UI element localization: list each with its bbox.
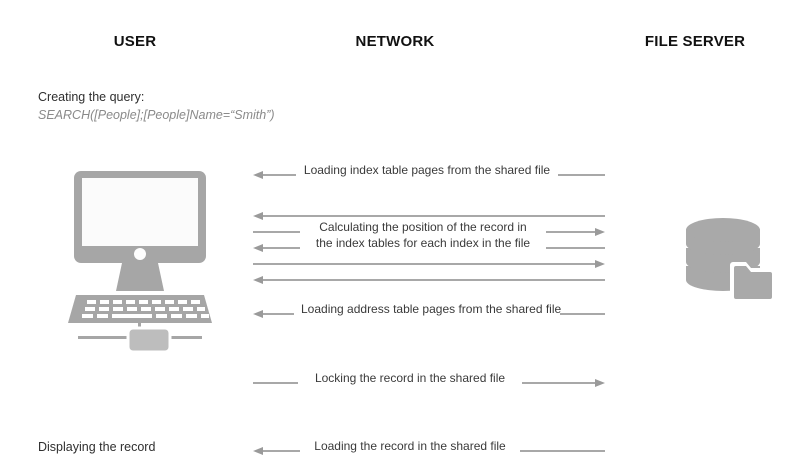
message-label-calculating-position-line-2: the index tables for each index in the f… bbox=[300, 236, 546, 251]
column-header-file-server: FILE SERVER bbox=[644, 33, 746, 50]
column-header-network: NETWORK bbox=[355, 33, 435, 50]
message-arrow-calculating-5-left bbox=[253, 275, 605, 284]
desktop-computer-icon bbox=[60, 165, 220, 355]
message-label-locking-the-record: Locking the record in the shared file bbox=[298, 371, 522, 386]
message-label-loading-the-record: Loading the record in the shared file bbox=[300, 439, 520, 454]
message-label-calculating-position-line-1: Calculating the position of the record i… bbox=[300, 220, 546, 235]
database-folder-icon bbox=[676, 216, 780, 302]
message-arrow-calculating-4-right bbox=[253, 259, 605, 268]
message-label-loading-address-table-pages: Loading address table pages from the sha… bbox=[294, 302, 561, 317]
query-expression-text: SEARCH([People];[People]Name=“Smith”) bbox=[38, 108, 275, 122]
displaying-record-label: Displaying the record bbox=[38, 440, 156, 454]
message-arrow-calculating-1-left bbox=[253, 211, 605, 220]
column-header-user: USER bbox=[113, 33, 157, 50]
message-label-loading-index-table-pages: Loading index table pages from the share… bbox=[296, 163, 558, 178]
creating-query-label: Creating the query: bbox=[38, 90, 145, 104]
